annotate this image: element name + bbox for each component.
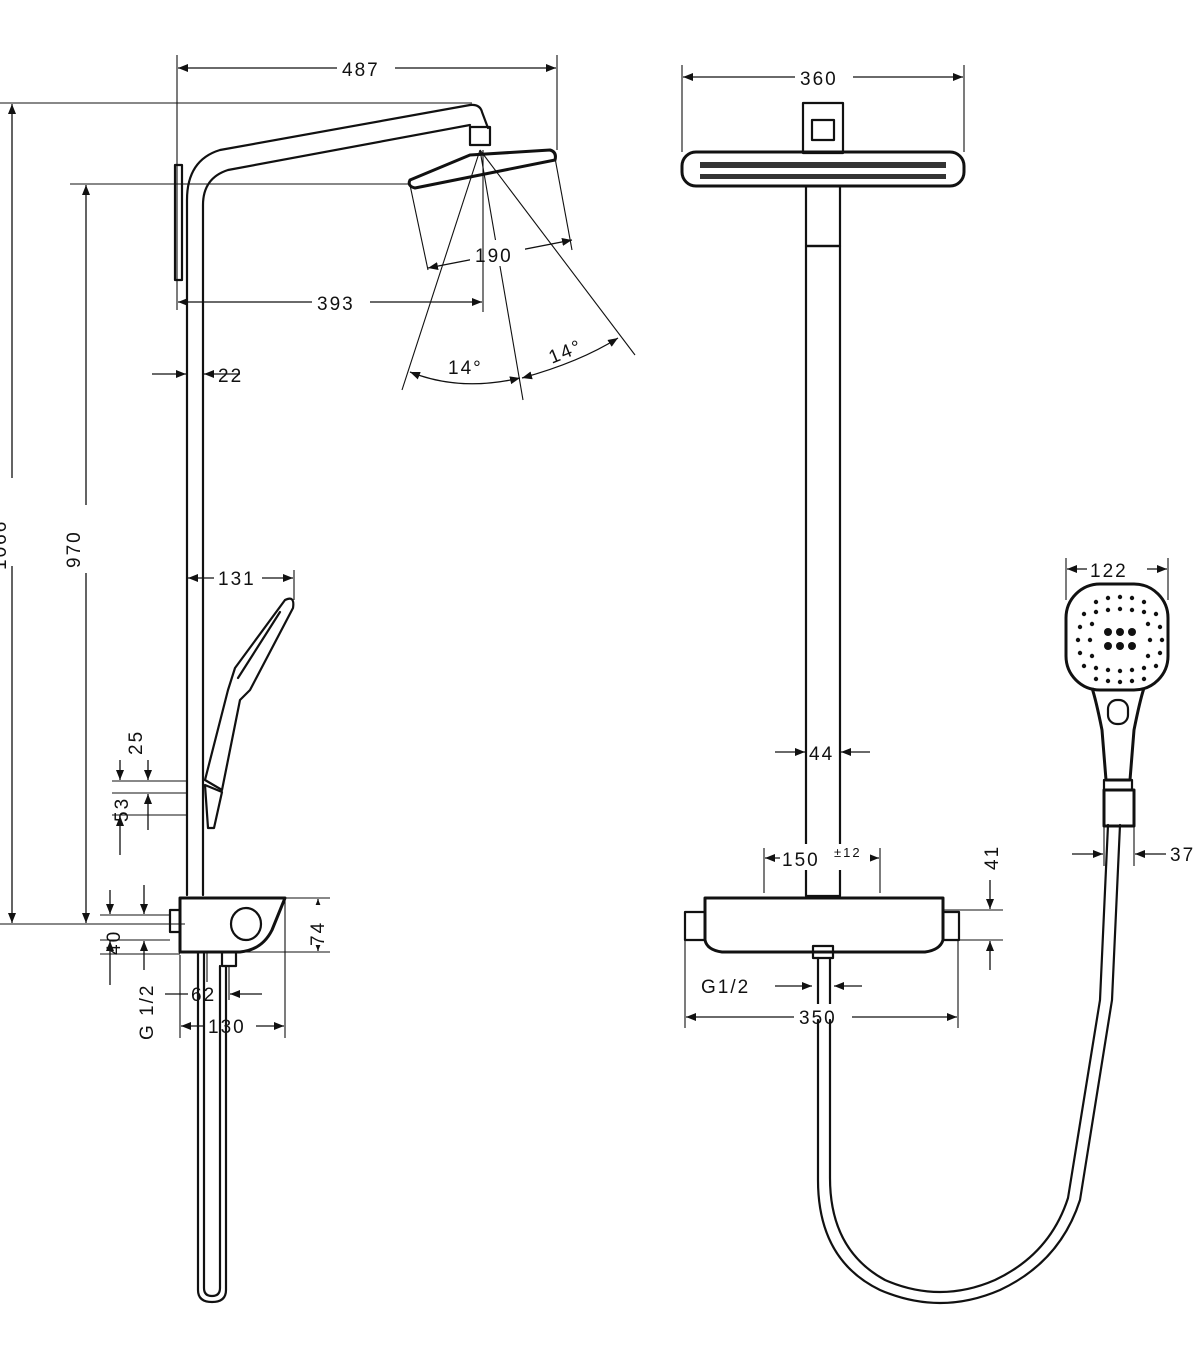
total-height-label: 1066	[0, 520, 11, 570]
connection-tolerance-label: ±12	[834, 845, 862, 860]
spray-line	[479, 149, 524, 401]
thermostat-inlet	[168, 908, 182, 934]
hand-shower-center-nozzles	[1104, 628, 1136, 650]
head-width-label: 360	[800, 69, 838, 90]
hand-reach-label: 131	[218, 569, 256, 590]
hose-front-inner	[828, 823, 1110, 1294]
outlet-front	[811, 944, 835, 960]
head-offset-label: 393	[317, 294, 355, 315]
head-connector	[468, 125, 492, 147]
spray-line	[401, 149, 481, 391]
overhead-shower-front	[680, 150, 966, 188]
front-thermostat-height-label: 41	[982, 845, 1003, 870]
thermostat-knob	[229, 906, 263, 942]
angle-arc	[521, 337, 619, 380]
extension-line	[409, 184, 429, 271]
thermostat-height-label: 40	[104, 930, 125, 955]
extension-line	[554, 157, 573, 251]
riser-pipe-inner	[201, 123, 472, 897]
head-arm-front	[801, 101, 845, 155]
side-view: 190 14° 14° 487 393 22 1066 970	[0, 55, 636, 1304]
dim-53-label: 53	[112, 797, 133, 822]
holder-width-label: 37	[1170, 845, 1195, 866]
select-button	[1106, 698, 1130, 726]
angle-arc	[409, 371, 521, 385]
hand-shower-holder	[203, 783, 224, 830]
hand-shower-nozzles	[1075, 594, 1165, 685]
hand-shower-holder-front	[1102, 788, 1136, 828]
hand-head-width-label: 122	[1090, 561, 1128, 582]
riser-top-front	[804, 184, 842, 248]
hand-shower-view: 122 37	[1064, 556, 1195, 866]
thermostat-width-label: 350	[799, 1008, 837, 1029]
front-view: 360 44 150 ±12 41 G1/2 35	[680, 64, 1122, 1305]
outlet-offset-label: 62	[191, 985, 216, 1006]
hose-side-outer	[196, 950, 228, 1304]
wall-bracket	[173, 163, 184, 282]
head-arm-detail	[810, 118, 836, 142]
tube-width-label: 22	[218, 366, 243, 387]
thermostat-side	[178, 896, 287, 954]
inlet-left	[683, 910, 707, 942]
outlet-connector	[220, 950, 238, 968]
hose-side-inner	[202, 950, 222, 1298]
thermostat-front	[703, 896, 945, 954]
hand-shower-side	[203, 597, 295, 792]
dim-25-label: 25	[126, 730, 147, 755]
hand-shower-detail	[236, 610, 282, 680]
riser-pipe-outer	[185, 103, 490, 897]
head-height-label: 970	[64, 530, 85, 568]
hand-shower-head	[1064, 582, 1170, 692]
front-connection-label: G1/2	[701, 977, 750, 998]
spray-width-label: 190	[475, 246, 513, 267]
connection-spacing-label: 150	[782, 850, 820, 871]
riser-front	[804, 244, 842, 898]
spray-angle-left-label: 14°	[448, 358, 483, 379]
overall-width-label: 487	[342, 60, 380, 81]
thermostat-depth-label: 74	[308, 921, 329, 946]
hand-shower-handle	[1090, 687, 1146, 782]
side-connection-label: G 1/2	[137, 984, 158, 1040]
nozzle-row	[700, 162, 946, 179]
hose-front-outer	[816, 823, 1122, 1305]
overhead-shower-side	[407, 148, 557, 190]
inlet-right	[941, 910, 961, 942]
front-tube-width-label: 44	[809, 744, 834, 765]
